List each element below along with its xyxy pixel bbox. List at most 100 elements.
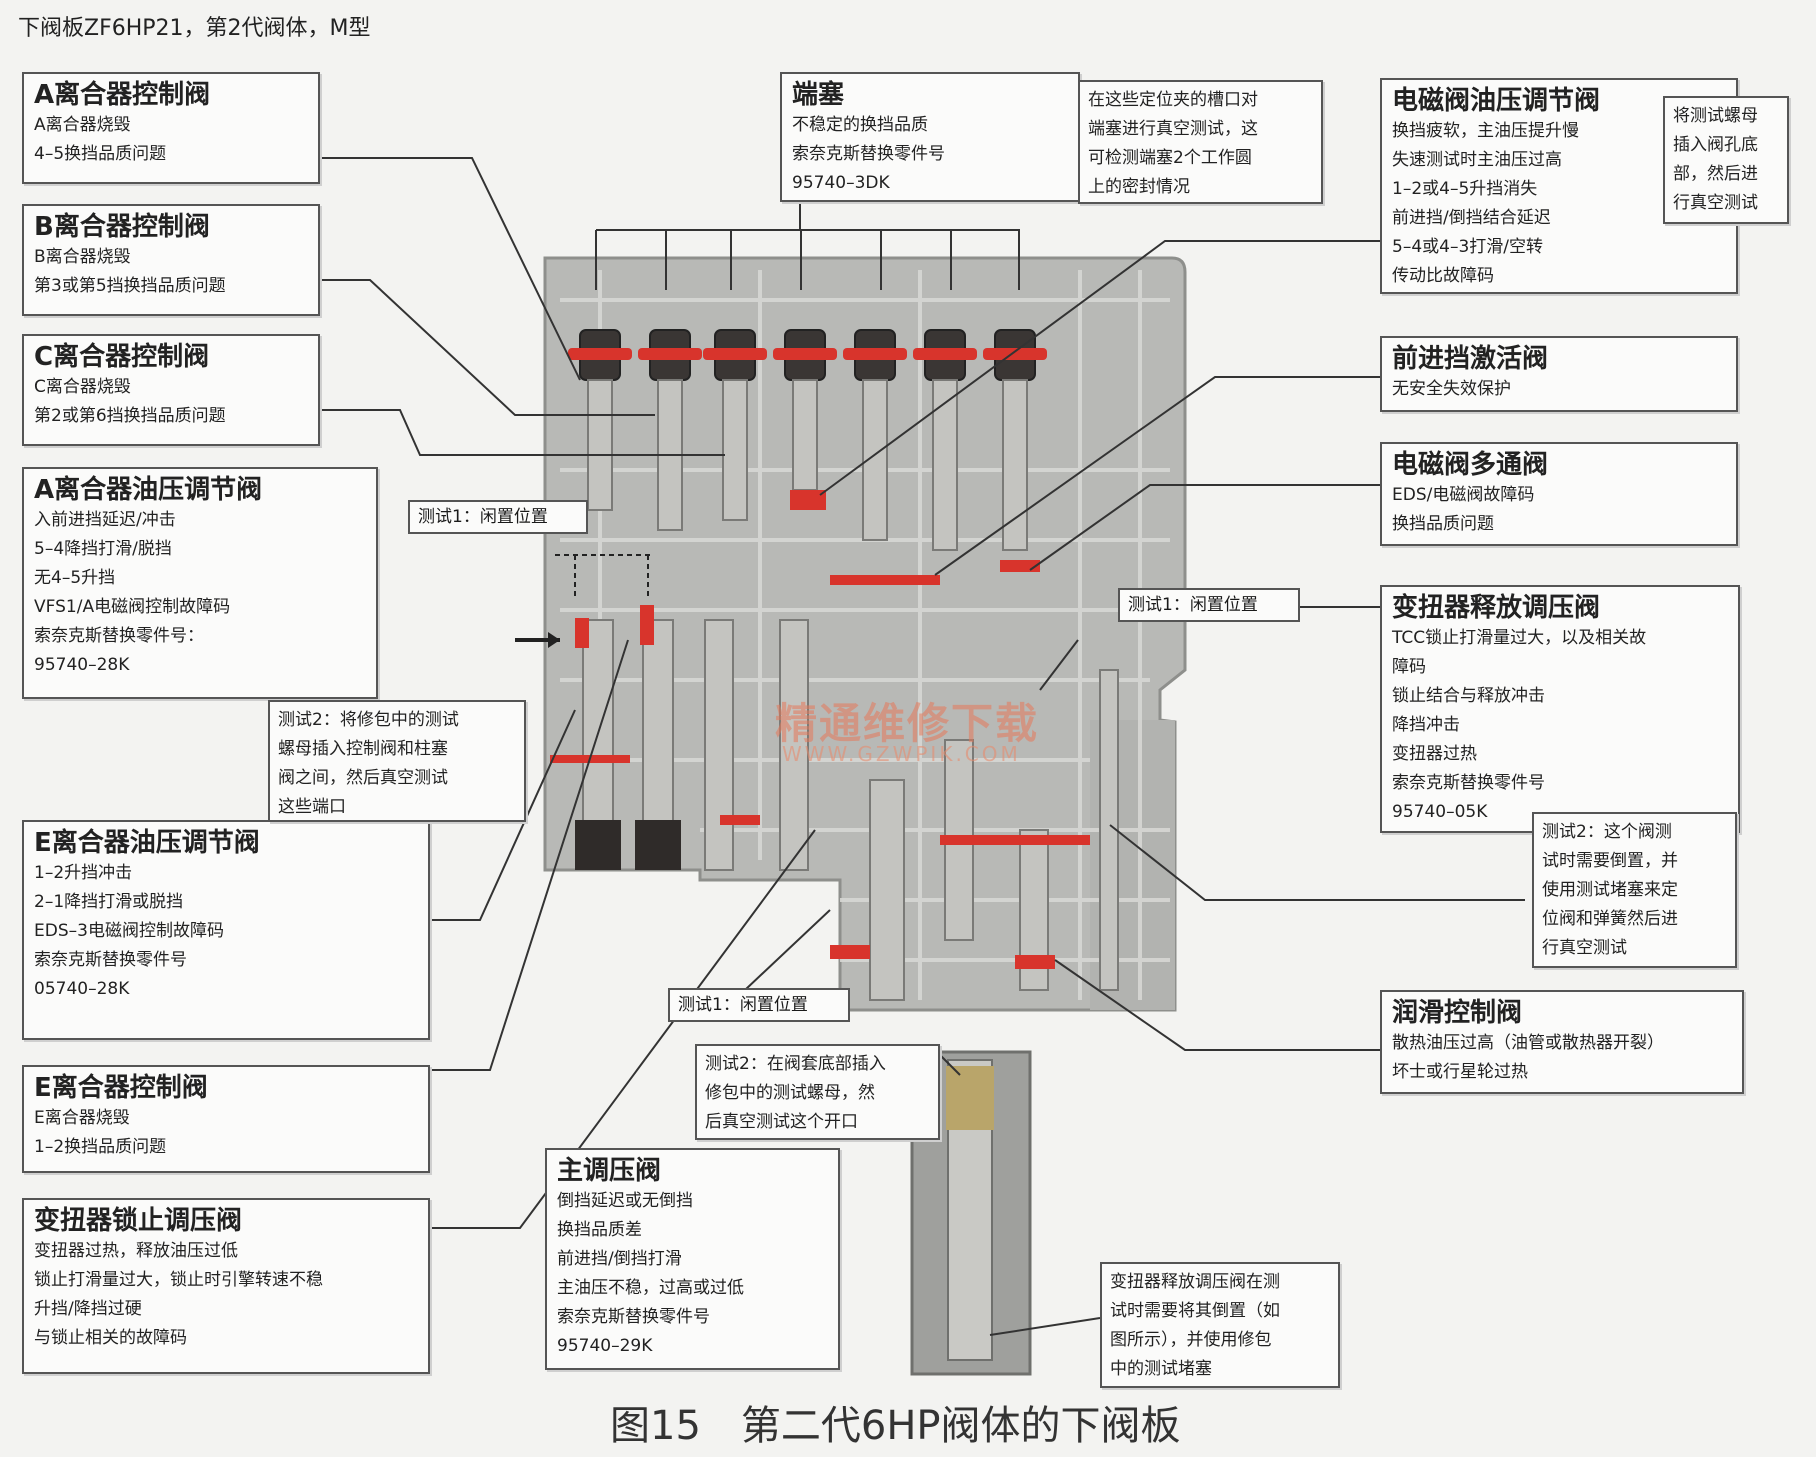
note-line: 中的测试堵塞 [1110,1359,1212,1379]
callout-line: 锁止打滑量过大，锁止时引擎转速不稳 [34,1270,323,1290]
callout-line: 不稳定的换挡品质 [792,115,928,135]
leader-test1-right [1039,639,1079,691]
callout-title: 电磁阀多通阀 [1392,450,1549,480]
leader-converter-release-note [989,1317,1101,1336]
callout-line: 第3或第5挡换挡品质问题 [34,276,226,296]
callout-line: 1–2换挡品质问题 [34,1137,167,1157]
leader-lube [1054,959,1380,1051]
callout-line: 散热油压过高（油管或散热器开裂） [1392,1033,1664,1053]
note-line: 螺母插入控制阀和柱塞 [278,739,448,759]
callout-line: A离合器烧毁 [34,115,131,135]
lower-valve-group [582,619,1119,1001]
watermark-url: WWW.GZWPIK.COM [782,742,1021,766]
note-line: 阀之间，然后真空测试 [278,768,448,788]
callout-line: 1–2或4–5升挡消失 [1392,179,1538,199]
callout-title: E离合器控制阀 [34,1073,208,1103]
note-solenoid-test: 将测试螺母 插入阀孔底 部，然后进 行真空测试 [1663,96,1789,224]
callout-line: 坏士或行星轮过热 [1392,1062,1528,1082]
note-line: 修包中的测试螺母，然 [705,1083,875,1103]
note-line: 图所示），并使用修包 [1110,1330,1272,1350]
page-header: 下阀板ZF6HP21，第2代阀体，M型 [18,16,371,41]
callout-line: EDS–3电磁阀控制故障码 [34,921,224,941]
figure-caption: 图15 第二代6HP阀体的下阀板 [610,1403,1181,1449]
callout-line: 5–4或4–3打滑/空转 [1392,237,1543,257]
callout-line: 索奈克斯替换零件号 [792,144,945,164]
note-line: 后真空测试这个开口 [705,1112,858,1132]
note-line: 位阀和弹簧然后进 [1542,909,1678,929]
callout-line: 索奈克斯替换零件号： [34,626,204,646]
callout-lube-control: 润滑控制阀 散热油压过高（油管或散热器开裂） 坏士或行星轮过热 [1380,990,1744,1094]
callout-converter-lockup: 变扭器锁止调压阀 变扭器过热，释放油压过低 锁止打滑量过大，锁止时引擎转速不稳 … [22,1198,430,1374]
callout-line: 索奈克斯替换零件号 [34,950,187,970]
leader-forward-activation [934,376,1380,576]
callout-title: C离合器控制阀 [34,342,210,372]
callout-line: 锁止结合与释放冲击 [1392,686,1545,706]
callout-title: 润滑控制阀 [1392,998,1523,1028]
callout-line: 倒挡延迟或无倒挡 [557,1191,693,1211]
tag-test1-right: 测试1：闲置位置 [1118,588,1300,622]
note-line: 使用测试堵塞来定 [1542,880,1678,900]
callout-solenoid-multiplex: 电磁阀多通阀 EDS/电磁阀故障码 换挡品质问题 [1380,442,1738,546]
callout-line: E离合器烧毁 [34,1108,130,1128]
note-line: 在这些定位夹的槽口对 [1088,90,1258,110]
watermark-main: 精通维修下载 [775,699,1040,748]
note-converter-release-test: 变扭器释放调压阀在测 试时需要将其倒置（如 图所示），并使用修包 中的测试堵塞 [1100,1262,1340,1388]
callout-line: 5–4降挡打滑/脱挡 [34,539,172,559]
note-test2-left: 测试2：将修包中的测试 螺母插入控制阀和柱塞 阀之间，然后真空测试 这些端口 [268,700,526,822]
leader-end-plug [819,240,1380,496]
tag-test1-left: 测试1：闲置位置 [408,500,588,534]
callout-forward-activation: 前进挡激活阀 无安全失效保护 [1380,336,1738,412]
callout-line: 障码 [1392,657,1426,677]
note-test2-right: 测试2：这个阀测 试时需要倒置，并 使用测试堵塞来定 位阀和弹簧然后进 行真空测… [1532,812,1737,968]
callout-title: B离合器控制阀 [34,212,210,242]
leader-converter-lockup [430,829,816,1229]
callout-line: 95740–05K [1392,802,1488,822]
callout-line: 索奈克斯替换零件号 [557,1307,710,1327]
note-line: 插入阀孔底 [1673,135,1758,155]
callout-line: 第2或第6挡换挡品质问题 [34,406,226,426]
callout-title: A离合器油压调节阀 [34,475,263,505]
callout-line: 入前进挡延迟/冲击 [34,510,176,530]
callout-line: 95740–29K [557,1336,653,1356]
callout-line: 变扭器过热 [1392,744,1477,764]
callout-title: 电磁阀油压调节阀 [1392,86,1601,116]
callout-b-clutch-control: B离合器控制阀 B离合器烧毁 第3或第5挡换挡品质问题 [22,204,320,316]
callout-line: VFS1/A电磁阀控制故障码 [34,597,231,617]
callout-line: 1–2升挡冲击 [34,863,133,883]
note-line: 这些端口 [278,797,346,817]
note-line: 试时需要倒置，并 [1542,851,1678,871]
callout-line: 换挡品质差 [557,1220,642,1240]
callout-e-clutch-pressure: E离合器油压调节阀 1–2升挡冲击 2–1降挡打滑或脱挡 EDS–3电磁阀控制故… [22,820,430,1040]
note-line: 试时需要将其倒置（如 [1110,1301,1280,1321]
callout-line: 前进挡/倒挡结合延迟 [1392,208,1551,228]
leader-b-clutch-control [320,279,655,416]
callout-line: EDS/电磁阀故障码 [1392,485,1535,505]
callout-line: 升挡/降挡过硬 [34,1299,142,1319]
callout-line: 前进挡/倒挡打滑 [557,1249,682,1269]
note-line: 端塞进行真空测试，这 [1088,119,1258,139]
leader-test1-bottom [744,909,831,991]
callout-end-plug: 端塞 不稳定的换挡品质 索奈克斯替换零件号 95740–3DK [780,72,1080,202]
note-line: 部，然后进 [1673,164,1758,184]
callout-line: 2–1降挡打滑或脱挡 [34,892,184,912]
callout-line: 与锁止相关的故障码 [34,1328,187,1348]
note-line: 行真空测试 [1542,938,1627,958]
callout-line: 无4–5升挡 [34,568,116,588]
callout-main-regulator: 主调压阀 倒挡延迟或无倒挡 换挡品质差 前进挡/倒挡打滑 主油压不稳，过高或过低… [545,1148,840,1370]
callout-line: 4–5换挡品质问题 [34,144,167,164]
callout-line: 换挡疲软，主油压提升慢 [1392,121,1579,141]
leader-test2-right [1109,824,1525,901]
callout-a-clutch-pressure: A离合器油压调节阀 入前进挡延迟/冲击 5–4降挡打滑/脱挡 无4–5升挡 VF… [22,467,378,699]
callout-title: 主调压阀 [557,1156,662,1186]
leader-a-clutch-control [320,157,581,381]
callout-line: 变扭器过热，释放油压过低 [34,1241,238,1261]
callout-line: 95740–3DK [792,173,890,193]
callout-line: 传动比故障码 [1392,266,1494,286]
leader-e-pressure [430,709,576,921]
end-plug-bracket [595,200,1020,290]
callout-e-clutch-control: E离合器控制阀 E离合器烧毁 1–2换挡品质问题 [22,1065,430,1173]
callout-title: 端塞 [792,80,845,110]
